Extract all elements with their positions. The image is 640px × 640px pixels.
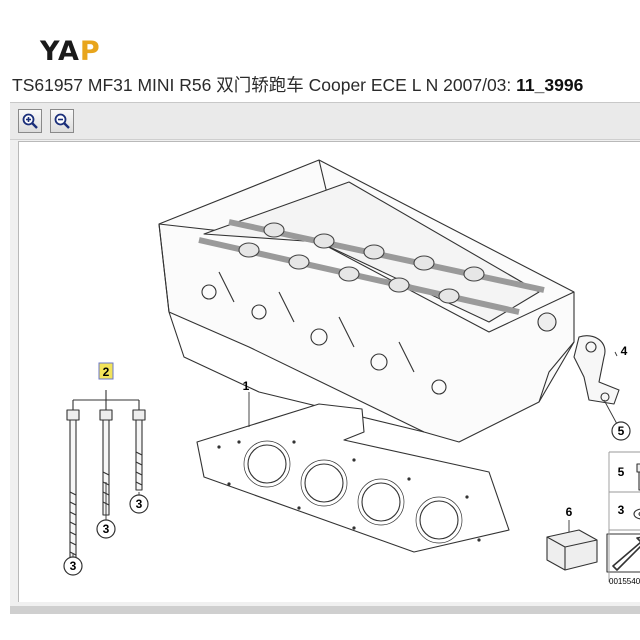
callout-4: 4 [621, 344, 628, 358]
cylinder-head-bolts-drawing [66, 390, 146, 571]
arrow-symbol-drawing [606, 533, 640, 573]
page-title-bold: 11_3996 [516, 75, 584, 95]
washer-drawing [633, 508, 640, 520]
diagram-window: 1 2 3 3 3 4 5 5 3 6 0015540 [10, 102, 640, 613]
zoom-in-button[interactable] [18, 109, 42, 133]
magnifier-plus-icon [22, 113, 38, 129]
toolbar [10, 103, 640, 140]
callout-3-medium-bolt: 3 [103, 522, 110, 536]
callout-3-short-bolt: 3 [136, 497, 143, 511]
logo-accent-text: P [79, 36, 101, 67]
callout-1: 1 [243, 379, 250, 393]
figure-code: 0015540 [609, 577, 640, 586]
cylinder-head-drawing [158, 159, 575, 443]
callout-2: 2 [103, 365, 110, 379]
parts-diagram-canvas: 1 2 3 3 3 4 5 5 3 6 0015540 [18, 141, 640, 602]
bolt-long [66, 409, 80, 571]
sealant-box-drawing [546, 529, 598, 571]
callout-3-side: 3 [618, 503, 625, 517]
bracket-drawing [573, 335, 620, 405]
callout-5-side: 5 [618, 465, 625, 479]
callout-2-highlight [98, 362, 114, 380]
logo-text: YA [40, 36, 80, 67]
zoom-out-button[interactable] [50, 109, 74, 133]
page-title-text: TS61957 MF31 MINI R56 双门轿跑车 Cooper ECE L… [12, 75, 517, 95]
page-title: TS61957 MF31 MINI R56 双门轿跑车 Cooper ECE L… [12, 70, 640, 100]
magnifier-minus-icon [54, 113, 70, 129]
horizontal-scrollbar[interactable] [10, 606, 640, 614]
bolt-short [132, 409, 146, 491]
head-gasket-drawing [196, 403, 510, 553]
callout-5: 5 [618, 424, 625, 438]
logo: YAP [40, 36, 101, 67]
parts-diagram: 1 2 3 3 3 4 5 5 3 6 0015540 [63, 159, 640, 586]
callout-3-long-bolt: 3 [70, 559, 77, 573]
callout-6: 6 [566, 505, 573, 519]
